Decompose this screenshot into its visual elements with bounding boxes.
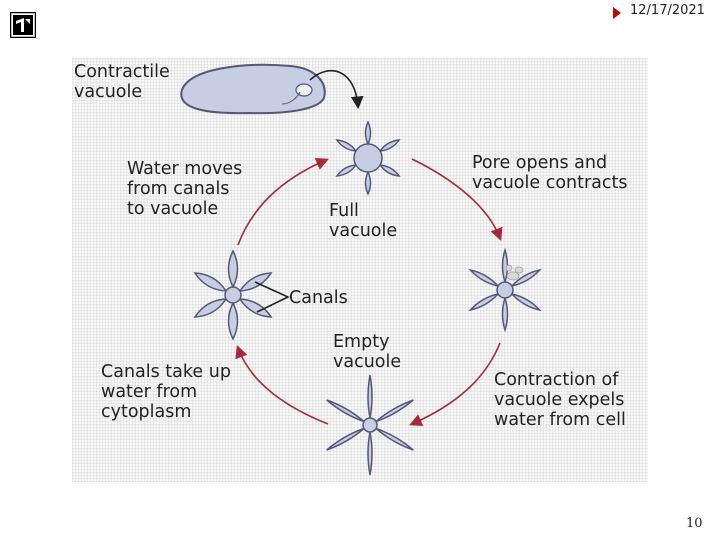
cell-pointer-arrow xyxy=(309,70,364,110)
full-vacuole-stage xyxy=(335,120,401,196)
water-splash-icon xyxy=(505,264,524,281)
slide-date: 12/17/2021 xyxy=(630,3,705,18)
cycle-arrow-empty-to-canals xyxy=(235,345,329,425)
page-number: 10 xyxy=(686,516,703,531)
canals-filling-stage xyxy=(193,249,273,341)
triangle-right-icon xyxy=(613,7,621,19)
slide-logo-icon xyxy=(10,12,36,38)
contracting-vacuole-stage xyxy=(468,247,542,333)
cycle-arrow-full-to-pore xyxy=(411,158,503,241)
label-canals: Canals xyxy=(289,288,348,308)
cycle-arrow-canals-to-full xyxy=(237,157,329,246)
paramecium-cell xyxy=(180,63,326,115)
empty-vacuole-stage xyxy=(326,374,414,476)
cycle-arrow-contract-to-empty xyxy=(409,342,501,426)
canals-pointer xyxy=(254,281,290,313)
figure-panel xyxy=(72,58,648,482)
